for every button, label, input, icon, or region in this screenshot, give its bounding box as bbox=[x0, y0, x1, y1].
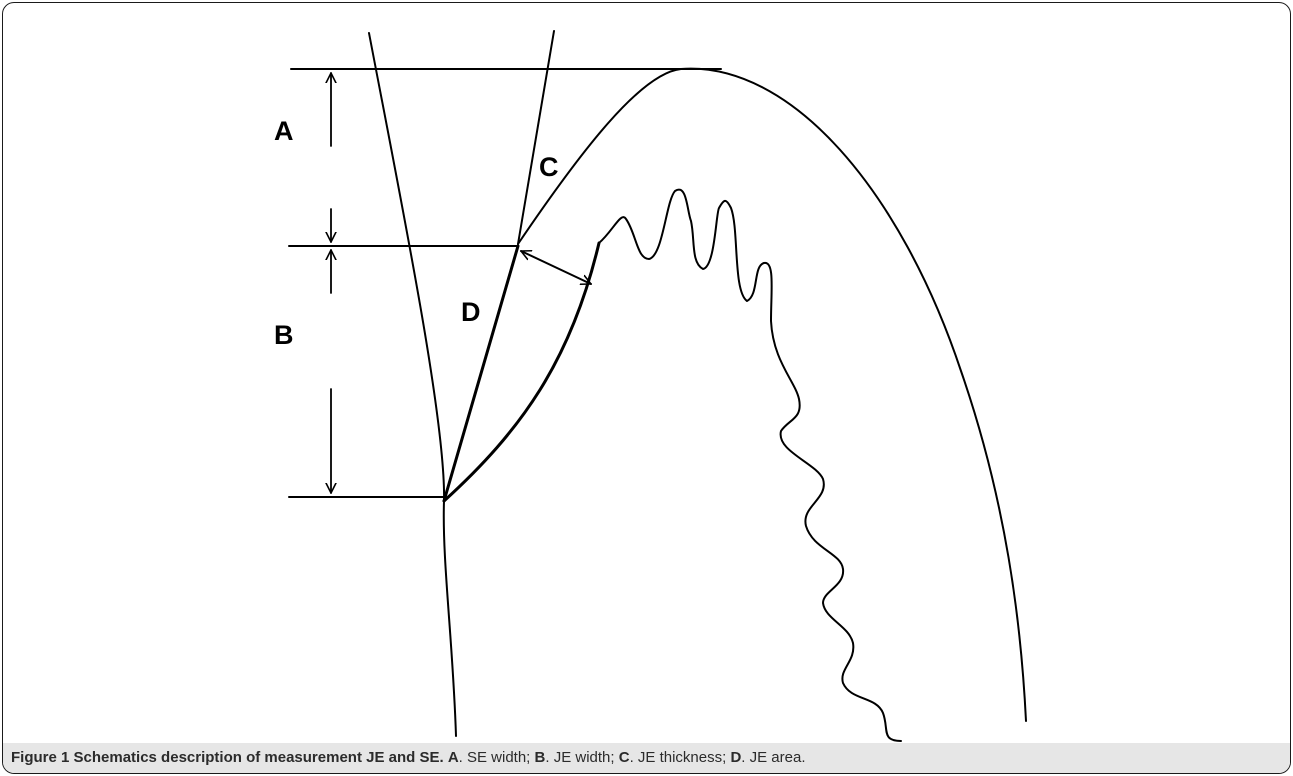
caption-key-a: A bbox=[447, 749, 459, 766]
label-b: B bbox=[274, 320, 294, 350]
caption-text-a: . SE width; bbox=[458, 749, 535, 766]
caption-title: Figure 1 Schematics description of measu… bbox=[11, 749, 444, 766]
caption-text-b: . JE width; bbox=[545, 749, 619, 766]
label-a: A bbox=[274, 116, 294, 146]
je-area-curved-edge bbox=[442, 241, 601, 503]
caption-text-c: . JE thickness; bbox=[629, 749, 731, 766]
se-boundary-line bbox=[517, 30, 555, 245]
caption-key-d: D bbox=[730, 749, 742, 766]
schematic-diagram: A B C D bbox=[274, 30, 1027, 742]
rete-ridges-curve bbox=[598, 188, 902, 742]
label-d: D bbox=[461, 297, 481, 327]
tooth-surface-curve bbox=[368, 32, 457, 737]
caption-key-b: B bbox=[534, 749, 546, 766]
je-thickness-arrow bbox=[520, 251, 592, 284]
caption-key-c: C bbox=[618, 749, 630, 766]
je-area-straight-edge bbox=[442, 244, 520, 503]
caption-text-d: . JE area. bbox=[741, 749, 806, 766]
gingiva-outer-curve bbox=[517, 67, 1027, 722]
label-c: C bbox=[539, 152, 559, 182]
figure-caption: Figure 1 Schematics description of measu… bbox=[3, 743, 1290, 773]
